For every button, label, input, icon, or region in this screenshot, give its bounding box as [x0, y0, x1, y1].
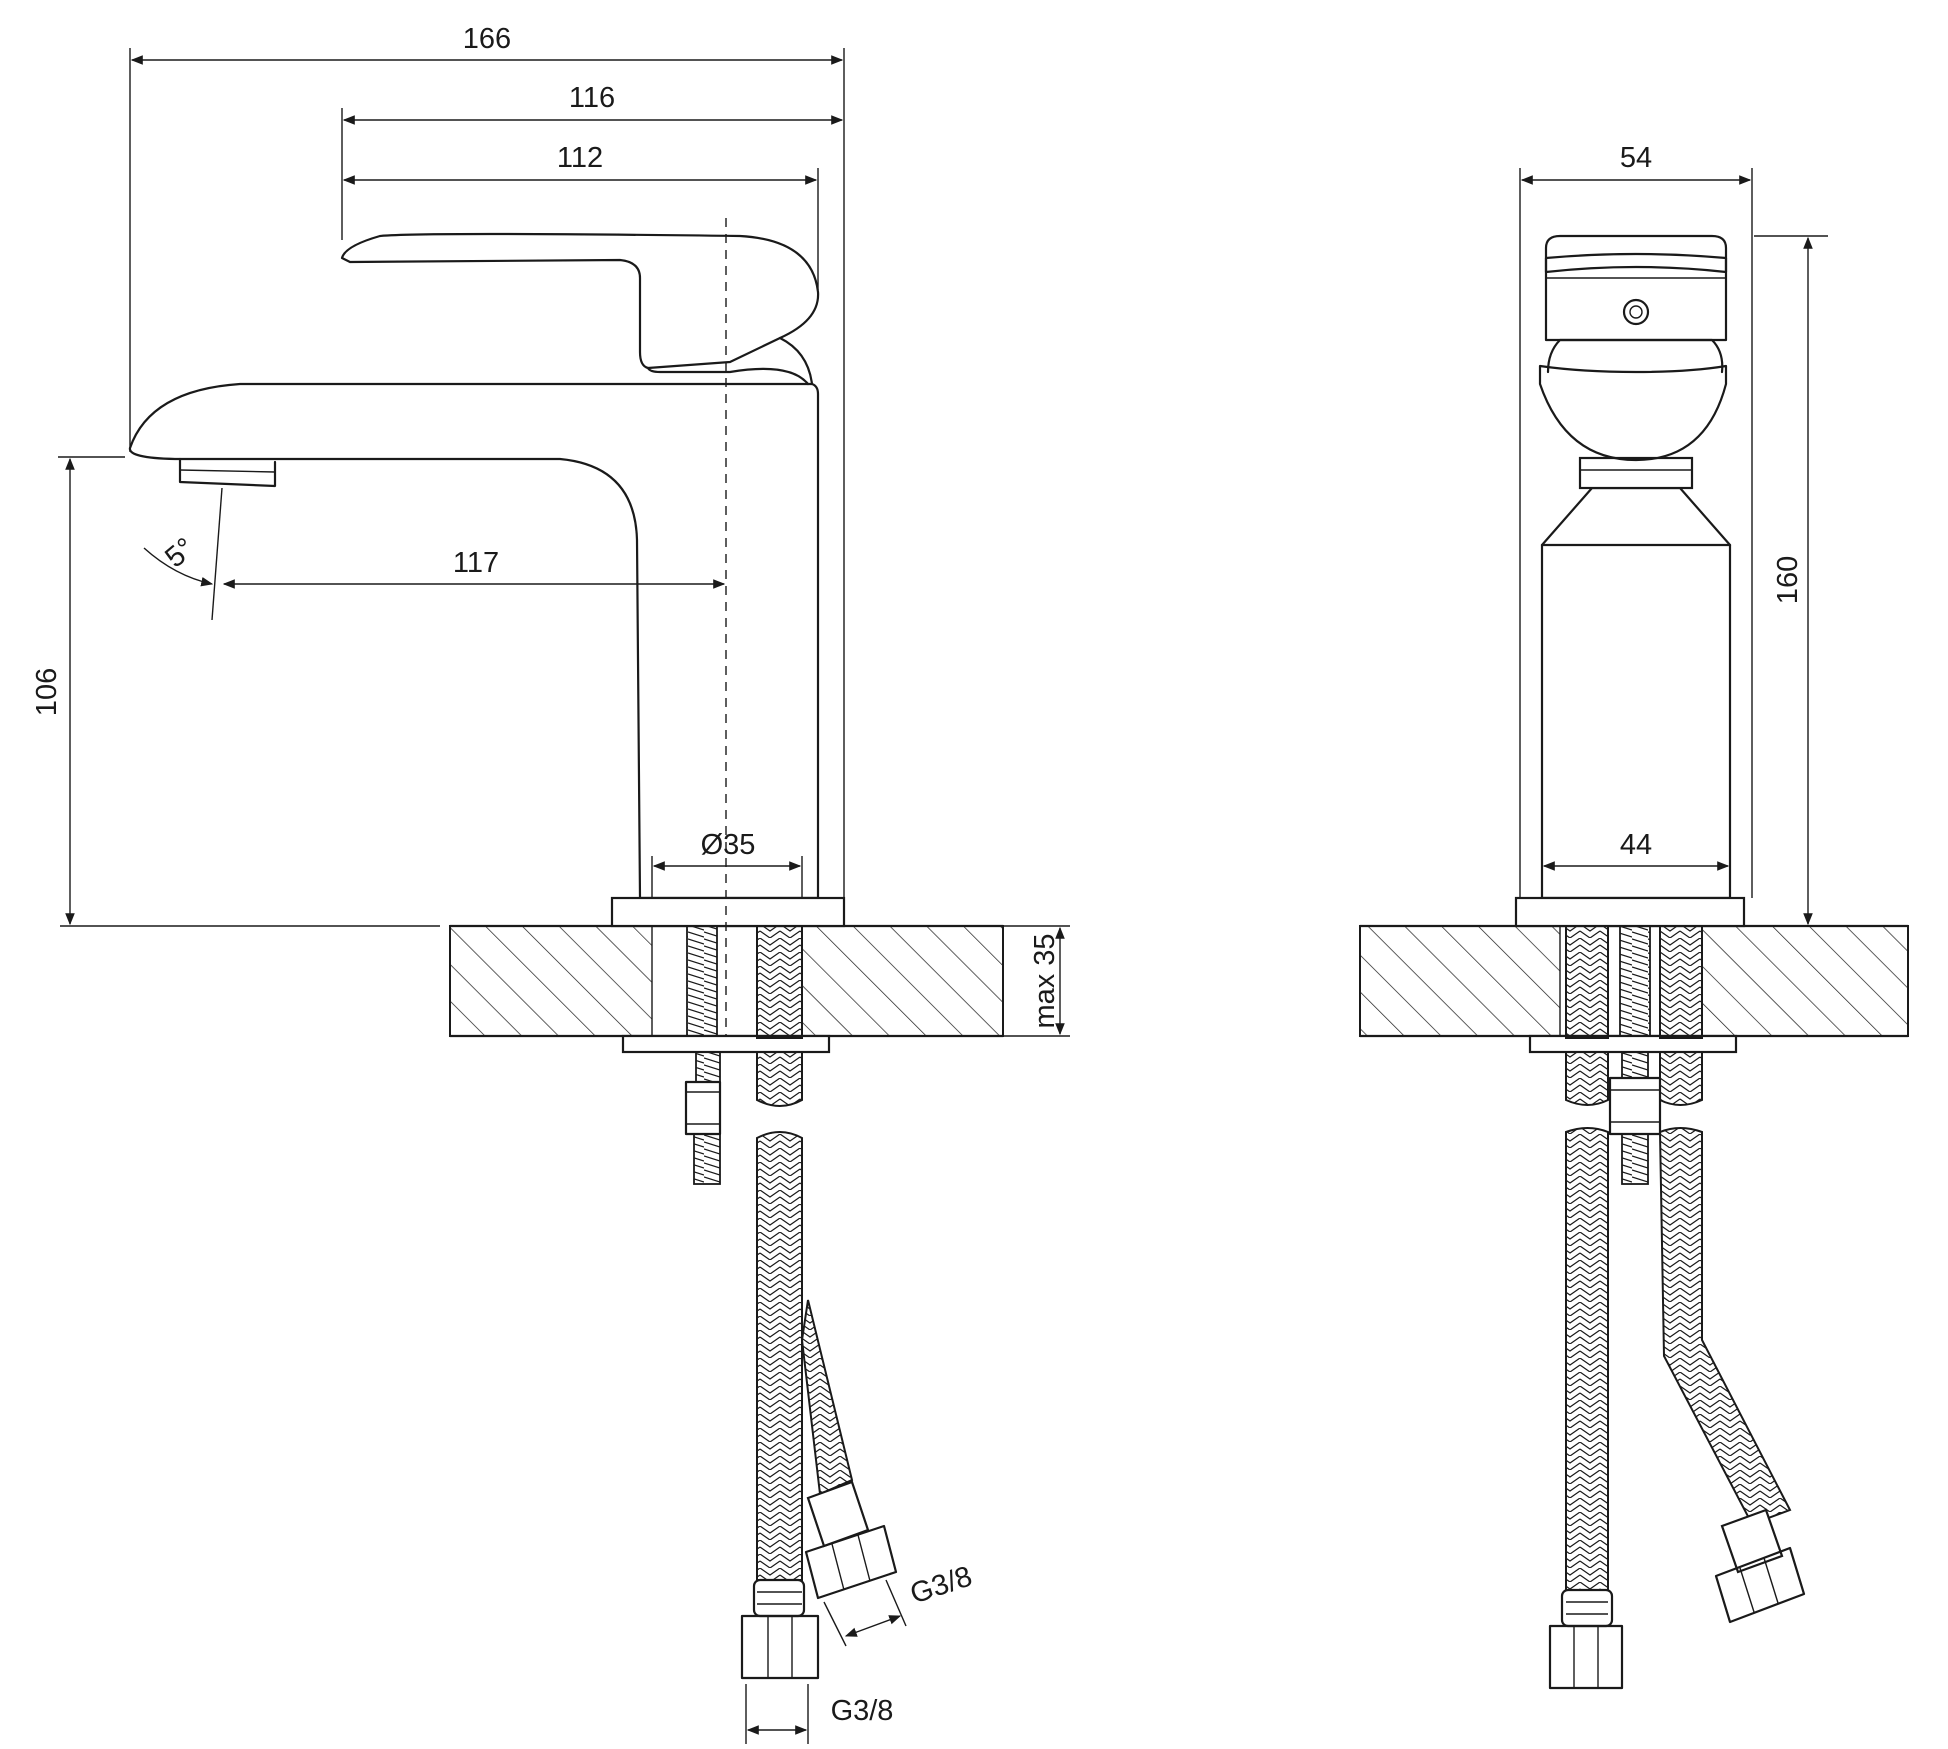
- base-flange-front: [1514, 896, 1746, 928]
- dimension-max-deck: max 35: [1003, 925, 1070, 1037]
- dimension-116: 116: [341, 82, 844, 240]
- handle-cap-front: [1544, 234, 1728, 342]
- dimension-thread-right: G3/8: [823, 1561, 976, 1647]
- dim-117-label: 117: [453, 547, 499, 579]
- dimension-106: 106: [31, 456, 125, 926]
- dim-166-label: 166: [463, 23, 511, 55]
- dimension-overall-length: 166: [129, 23, 845, 898]
- dim-max35-label: max 35: [1029, 933, 1061, 1028]
- faucet-body-side: [128, 382, 820, 900]
- hose-front-right: [1658, 925, 1806, 1624]
- side-view: 166 116 112 117 5° 106: [31, 23, 1070, 1744]
- dimension-54: 54: [1519, 142, 1753, 898]
- dim-54-label: 54: [1620, 142, 1652, 174]
- hose-inlet-left: [740, 925, 820, 1680]
- dim-44-label: 44: [1620, 829, 1652, 861]
- dimension-base-diameter: Ø35: [651, 829, 803, 898]
- mounting-stud-side: [621, 925, 831, 1185]
- dim-116-label: 116: [569, 82, 615, 114]
- mounting-stud-front: [1528, 925, 1738, 1185]
- faucet-body-front: [1538, 338, 1732, 900]
- dim-g38-left-label: G3/8: [831, 1695, 894, 1727]
- dim-112-label: 112: [557, 142, 603, 174]
- dim-diameter-label: Ø35: [701, 829, 756, 861]
- dimension-thread-left: G3/8: [745, 1684, 894, 1744]
- dim-g38-right-label: G3/8: [906, 1561, 976, 1611]
- dim-106-label: 106: [31, 668, 63, 716]
- dimension-117: 117: [211, 487, 726, 621]
- hose-front-left: [1548, 925, 1624, 1690]
- hose-inlet-right: [800, 1299, 898, 1600]
- dim-angle-label: 5°: [159, 532, 201, 574]
- lever-handle-side: [340, 232, 820, 386]
- front-view: 54 44 160: [1358, 142, 1910, 1690]
- dimension-112: 112: [342, 142, 819, 290]
- base-flange-side: [610, 896, 846, 928]
- dimension-44: 44: [1542, 829, 1730, 871]
- dimension-160: 160: [1754, 235, 1828, 926]
- countertop-section-left: [60, 924, 1005, 1038]
- dimension-spout-angle: 5°: [143, 532, 214, 587]
- dim-160-label: 160: [1772, 556, 1804, 604]
